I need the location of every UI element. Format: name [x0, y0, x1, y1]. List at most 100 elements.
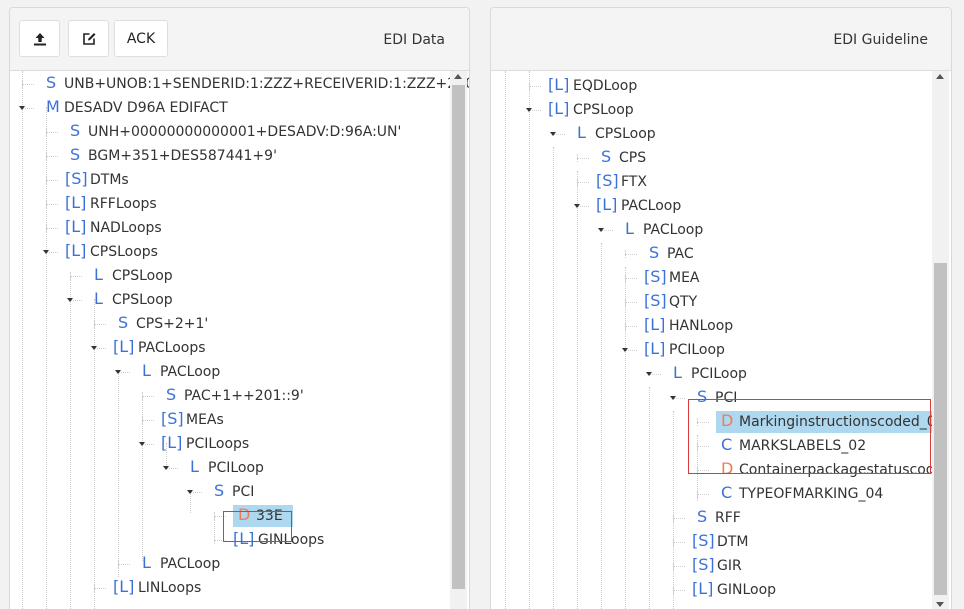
tree-guide-line: [142, 395, 143, 561]
node-label: MEAs: [186, 412, 224, 428]
tree-node[interactable]: [S]MEA: [491, 266, 951, 290]
node-type-glyph: L: [142, 553, 151, 572]
node-type-glyph: [L]: [548, 99, 570, 118]
tree-node[interactable]: [L]PCILoops: [10, 432, 469, 456]
node-label: 33E: [256, 508, 283, 524]
expand-toggle-icon[interactable]: [115, 370, 121, 374]
expand-toggle-icon[interactable]: [187, 490, 193, 494]
node-type-glyph: [L]: [65, 241, 87, 260]
tree-connector: [22, 108, 34, 109]
node-label: FTX: [621, 174, 647, 190]
scroll-up-icon[interactable]: [454, 74, 462, 79]
tree-node[interactable]: [L]PACLoops: [10, 336, 469, 360]
expand-toggle-icon[interactable]: [622, 348, 628, 352]
tree-node[interactable]: [L]RFFLoops: [10, 192, 469, 216]
node-label: DTM: [717, 534, 749, 550]
expand-toggle-icon[interactable]: [139, 442, 145, 446]
node-type-glyph: [L]: [233, 529, 255, 548]
tree-guide-line: [673, 514, 674, 522]
expand-toggle-icon[interactable]: [526, 108, 532, 112]
tree-node[interactable]: [L]CPSLoop: [491, 98, 951, 122]
node-type-glyph: [S]: [65, 169, 88, 188]
tree-node[interactable]: [L]EQDLoop: [491, 74, 951, 98]
tree-connector: [577, 182, 589, 183]
expand-toggle-icon[interactable]: [163, 466, 169, 470]
node-type-glyph: [L]: [113, 337, 135, 356]
expand-toggle-icon[interactable]: [550, 132, 556, 136]
expand-toggle-icon[interactable]: [67, 298, 73, 302]
scrollbar-thumb[interactable]: [934, 263, 947, 595]
node-type-glyph: L: [577, 123, 586, 142]
tree-node[interactable]: [S]DTM: [491, 530, 951, 554]
tree-guide-line: [118, 371, 119, 577]
tree-node[interactable]: [S]FTX: [491, 170, 951, 194]
node-label: PCI: [232, 484, 255, 500]
node-label: QTY: [669, 294, 698, 310]
scroll-down-icon[interactable]: [936, 602, 944, 607]
tree-node[interactable]: [L]GINLoop: [491, 578, 951, 602]
tree-node[interactable]: [L]PACLoop: [491, 194, 951, 218]
tree-connector: [625, 326, 637, 327]
expand-toggle-icon[interactable]: [574, 204, 580, 208]
tree-guide-line: [673, 411, 674, 609]
tree-node[interactable]: [S]DTMs: [10, 168, 469, 192]
tree-node[interactable]: [L]LINLoops: [10, 576, 469, 600]
tree-node[interactable]: [S]MEAs: [10, 408, 469, 432]
expand-toggle-icon[interactable]: [598, 228, 604, 232]
tree-node[interactable]: [L]HANLoop: [491, 314, 951, 338]
edit-button[interactable]: [68, 20, 109, 57]
expand-toggle-icon[interactable]: [646, 372, 652, 376]
expand-toggle-icon[interactable]: [91, 346, 97, 350]
upload-button[interactable]: [19, 20, 60, 57]
tree-guide-line: [70, 275, 71, 609]
tree-node[interactable]: [S]QTY: [491, 290, 951, 314]
tree-node[interactable]: D 33E: [10, 504, 469, 528]
expand-toggle-icon[interactable]: [43, 250, 49, 254]
node-type-glyph: S: [697, 507, 708, 526]
tree-guide-line: [601, 243, 602, 609]
node-label: LINLoops: [138, 580, 202, 596]
expand-toggle-icon[interactable]: [19, 106, 25, 110]
tree-connector: [214, 540, 226, 541]
tree-guide-line: [577, 178, 578, 186]
tree-guide-line: [214, 536, 215, 544]
tree-guide-line: [94, 299, 95, 609]
scrollbar-thumb[interactable]: [452, 85, 465, 589]
tree-node[interactable]: [L]NADLoops: [10, 216, 469, 240]
ack-button[interactable]: ACK: [114, 20, 168, 57]
tree-node[interactable]: [L]CPSLoops: [10, 240, 469, 264]
tree-guide-line: [142, 392, 143, 400]
scroll-up-icon[interactable]: [936, 74, 944, 79]
tree-guide-line: [22, 80, 23, 88]
expand-toggle-icon[interactable]: [670, 396, 676, 400]
tree-node[interactable]: [S]GIR: [491, 554, 951, 578]
tree-node[interactable]: [L]PCILoop: [491, 338, 951, 362]
node-type-glyph: D: [238, 505, 251, 524]
tree-guide-line: [46, 128, 47, 136]
node-type-glyph: L: [190, 457, 199, 476]
